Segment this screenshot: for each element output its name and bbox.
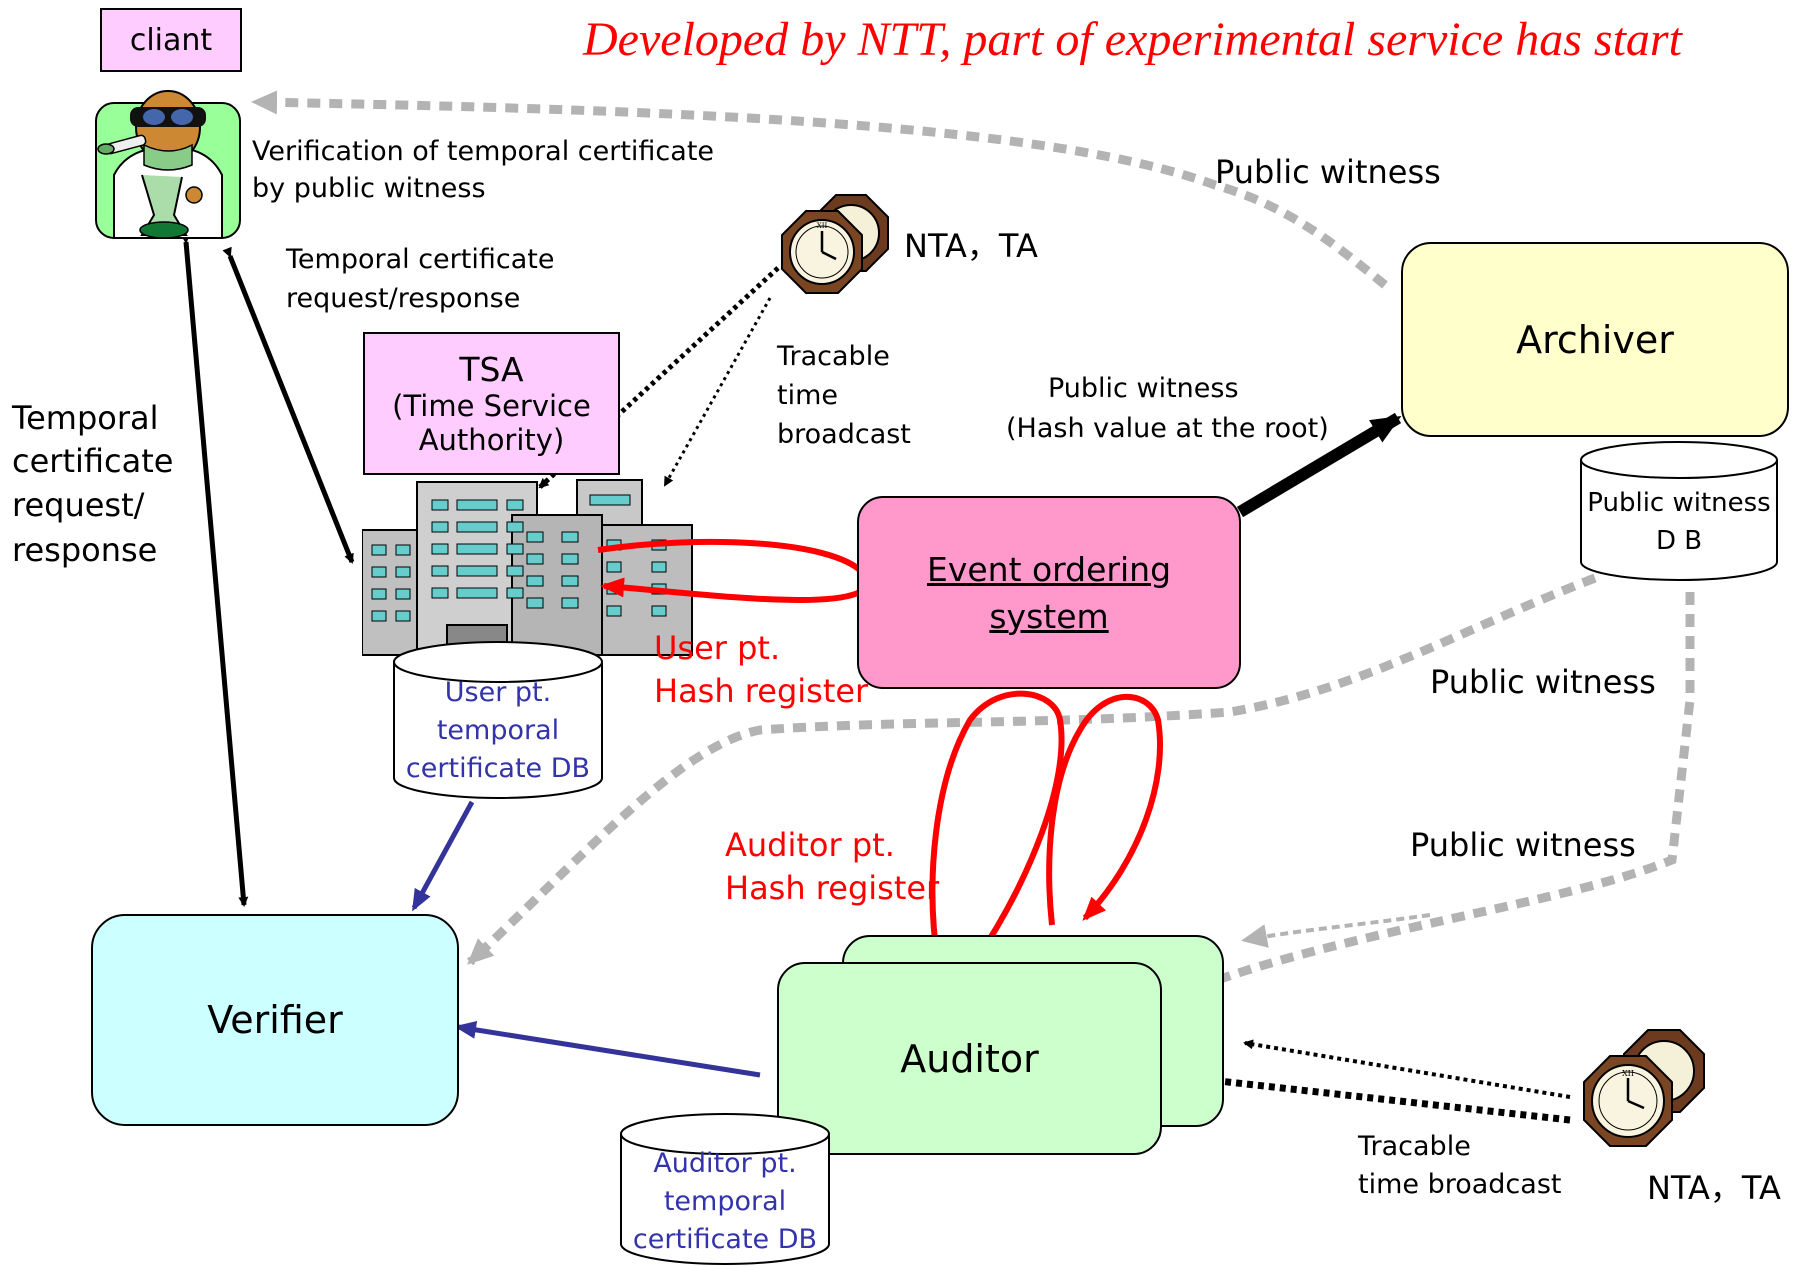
user-db-line-1: User pt. <box>444 677 552 708</box>
public-witness-flow-to-auditor <box>1194 592 1695 992</box>
left-request-line-2: certificate <box>12 442 174 480</box>
public-witness-root-label-2: (Hash value at the root) <box>1006 413 1329 444</box>
user-hash-label-1: User pt. <box>654 629 781 667</box>
public-witness-mid-label: Public witness <box>1430 663 1656 701</box>
arrow-client-verifier <box>180 233 249 907</box>
public-witness-flow-to-client <box>251 90 1388 289</box>
user-hash-label-2: Hash register <box>654 672 869 710</box>
auditor-box: Auditor <box>777 962 1162 1155</box>
tsa-subtitle-2: Authority) <box>418 423 565 457</box>
arrow-client-tsa <box>222 246 355 564</box>
time-broadcast-to-auditor <box>1163 1070 1571 1124</box>
tracable-top-line-3: broadcast <box>777 419 911 450</box>
tracable-top-line-2: time <box>777 380 839 411</box>
public-witness-flow-to-auditor-back <box>1241 913 1431 948</box>
auditor-hash-label-1: Auditor pt. <box>725 826 895 864</box>
public-witness-low-label: Public witness <box>1410 826 1636 864</box>
temporal-request-label-1: Temporal certificate <box>286 244 555 275</box>
arrow-auditor-to-verifier <box>454 1020 761 1078</box>
public-witness-db-line-1: Public witness <box>1587 488 1771 518</box>
verification-label-2: by public witness <box>252 173 486 204</box>
office-building-icon <box>362 479 693 656</box>
tsa-title: TSA <box>459 350 524 389</box>
public-witness-top-label: Public witness <box>1215 153 1441 191</box>
arrow-userdb-to-verifier <box>411 800 475 912</box>
archiver-box: Archiver <box>1401 242 1789 437</box>
verifier-box: Verifier <box>91 914 459 1126</box>
auditor-label: Auditor <box>900 1036 1039 1081</box>
auditor-db-line-2: temporal <box>663 1186 787 1217</box>
tsa-box: TSA (Time Service Authority) <box>363 332 620 475</box>
left-request-line-1: Temporal <box>12 399 159 437</box>
verifier-label: Verifier <box>207 998 343 1042</box>
time-broadcast-to-tsa <box>538 266 780 489</box>
auditor-hash-label-2: Hash register <box>725 869 940 907</box>
database-cylinder-icon <box>620 1113 830 1265</box>
time-broadcast-to-auditor-back <box>1243 1039 1571 1099</box>
database-cylinder-icon <box>393 641 603 799</box>
archiver-label: Archiver <box>1516 317 1674 362</box>
banner-text: Developed by NTT, part of experimental s… <box>583 13 1682 66</box>
time-broadcast-to-tsa-2 <box>663 297 772 487</box>
nta-ta-top-label: NTA，TA <box>904 227 1038 265</box>
arrow-event-to-archiver <box>1236 412 1402 518</box>
tsa-subtitle-1: (Time Service <box>392 389 591 423</box>
clock-icon: XII <box>1583 1029 1705 1147</box>
verification-label-1: Verification of temporal certificate <box>252 136 715 167</box>
event-ordering-box: Event ordering system <box>857 496 1241 689</box>
scientist-icon <box>95 90 241 239</box>
public-witness-db-line-2: D B <box>1655 526 1703 556</box>
left-request-line-4: response <box>12 531 158 569</box>
client-label: cliant <box>129 22 213 58</box>
svg-text:XII: XII <box>1622 1069 1634 1078</box>
tracable-bottom-line-1: Tracable <box>1358 1131 1471 1162</box>
svg-text:XII: XII <box>817 222 828 230</box>
user-db-line-2: temporal <box>436 715 560 746</box>
database-cylinder-icon <box>1580 441 1778 581</box>
user-db-line-3: certificate DB <box>405 753 591 784</box>
auditor-db-line-3: certificate DB <box>632 1224 818 1255</box>
temporal-request-label-2: request/response <box>286 283 521 314</box>
event-ordering-line-2: system <box>989 596 1109 636</box>
event-ordering-line-1: Event ordering <box>926 549 1172 589</box>
tracable-bottom-line-2: time broadcast <box>1358 1169 1562 1200</box>
tracable-top-line-1: Tracable <box>777 341 890 372</box>
nta-ta-bottom-label: NTA，TA <box>1647 1169 1781 1207</box>
public-witness-root-label-1: Public witness <box>1048 373 1239 404</box>
client-box: cliant <box>100 8 242 72</box>
left-request-line-3: request/ <box>12 486 145 524</box>
auditor-db-line-1: Auditor pt. <box>653 1148 797 1179</box>
clock-icon: XII <box>781 194 889 294</box>
